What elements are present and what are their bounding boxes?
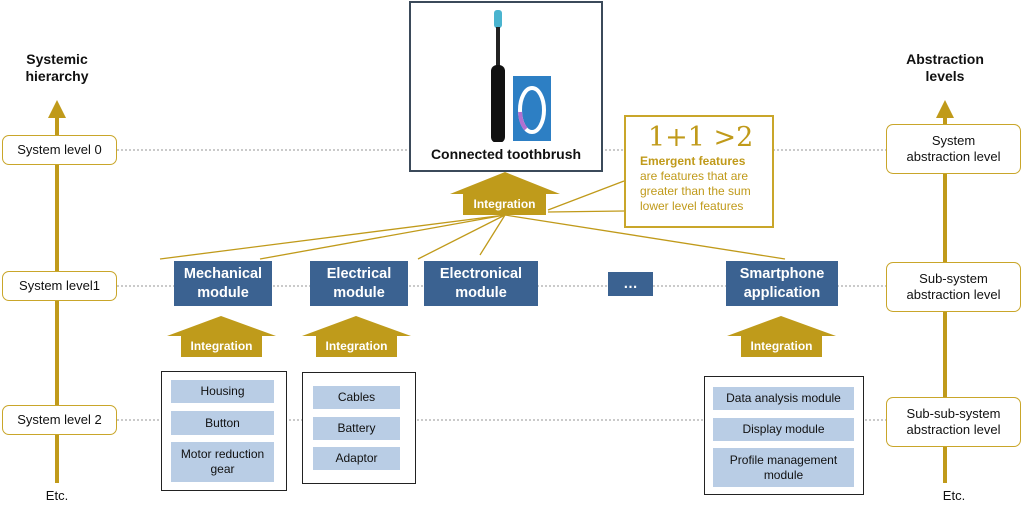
- emergent-body: are features that are greater than the s…: [640, 169, 751, 213]
- emergent-heading: Emergent features: [640, 154, 746, 168]
- system-level-2: System level 2: [2, 405, 117, 435]
- emergent-features-callout: 1+1 >2 Emergent features are features th…: [624, 115, 774, 228]
- system-level-1: System level1: [2, 271, 117, 301]
- electrical-integration-label: Integration: [325, 339, 388, 353]
- component-profile-management: Profile management module: [713, 448, 854, 487]
- right-etc: Etc.: [942, 488, 966, 503]
- component-housing: Housing: [171, 380, 274, 403]
- toothbrush-image: [491, 10, 551, 142]
- integration-arrows: [167, 172, 836, 357]
- system-level-0: System level 0: [2, 135, 117, 165]
- component-button: Button: [171, 411, 274, 435]
- component-display: Display module: [713, 418, 854, 441]
- component-cables: Cables: [313, 386, 400, 409]
- left-axis-arrowhead: [48, 100, 66, 118]
- top-integration-label: Integration: [473, 197, 536, 211]
- mechanical-integration-label: Integration: [190, 339, 253, 353]
- smartphone-integration-label: Integration: [750, 339, 813, 353]
- toothbrush-caption: Connected toothbrush: [430, 146, 582, 162]
- emergent-formula: 1+1 >2: [648, 122, 754, 153]
- right-axis-arrowhead: [936, 100, 954, 118]
- component-battery: Battery: [313, 417, 400, 440]
- component-motor-reduction-gear: Motor reduction gear: [171, 442, 274, 482]
- component-data-analysis: Data analysis module: [713, 387, 854, 410]
- component-adaptor: Adaptor: [313, 447, 400, 470]
- left-etc: Etc.: [45, 488, 69, 503]
- connected-toothbrush-box: Connected toothbrush: [409, 1, 603, 172]
- more-modules-ellipsis: …: [608, 272, 653, 296]
